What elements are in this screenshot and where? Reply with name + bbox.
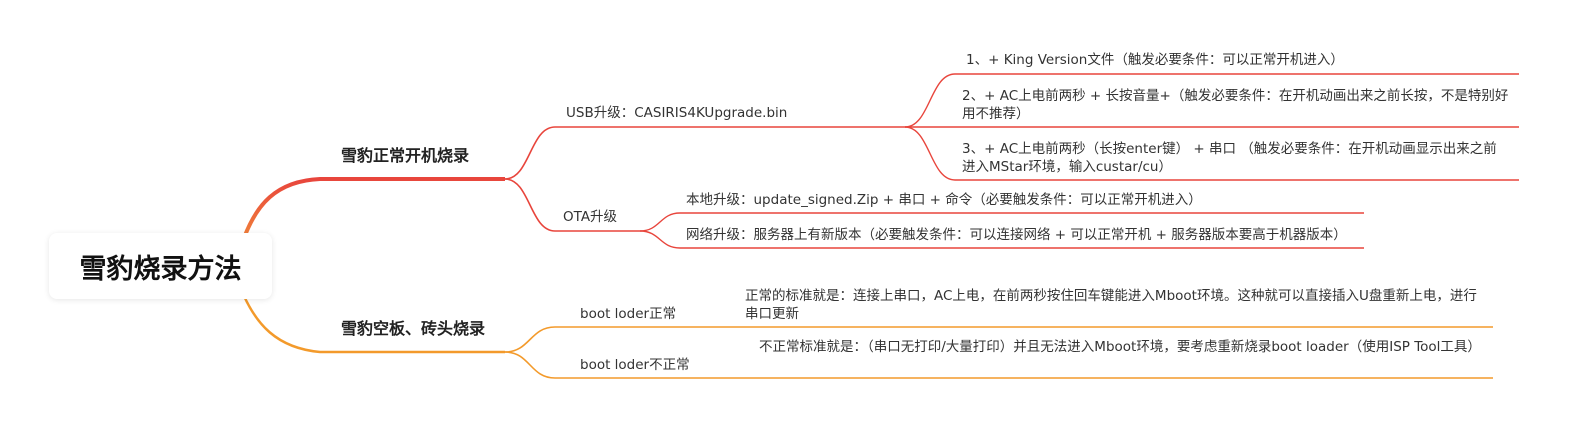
topic-bootloader-normal[interactable]: boot loder正常: [580, 306, 677, 322]
topic-usb-method-3[interactable]: 3、+ AC上电前两秒（长按enter键） + 串口 （触发必要条件：在开机动画…: [962, 141, 1497, 175]
topic-ota-network[interactable]: 网络升级：服务器上有新版本（必要触发条件：可以连接网络 + 可以正常开机 + 服…: [686, 227, 1347, 243]
root-topic[interactable]: 雪豹烧录方法: [49, 233, 272, 299]
link-usb-3: [904, 126, 1519, 181]
link-usb-1: [904, 73, 1519, 128]
link-branch1-usb: [504, 126, 905, 180]
link-ota-2: [639, 230, 1364, 249]
link-ota-1: [639, 212, 1364, 232]
link-root-branch1: [242, 177, 505, 239]
link-branch2-boot-normal: [504, 326, 740, 353]
link-branch2-boot-abnormal: [504, 351, 750, 379]
topic-bootloader-abnormal[interactable]: boot loder不正常: [580, 357, 690, 373]
topic-bootloader-normal-desc[interactable]: 正常的标准就是：连接上串口，AC上电，在前两秒按住回车键能进入Mboot环境。这…: [745, 288, 1477, 322]
topic-usb-method-1[interactable]: 1、+ King Version文件（触发必要条件：可以正常开机进入）: [966, 52, 1344, 68]
topic-usb-upgrade[interactable]: USB升级：CASIRIS4KUpgrade.bin: [566, 105, 788, 121]
branch-normal-boot-flash[interactable]: 雪豹正常开机烧录: [341, 146, 470, 165]
branch-blank-brick-flash[interactable]: 雪豹空板、砖头烧录: [341, 319, 486, 338]
link-root-branch2: [242, 295, 505, 354]
topic-usb-method-2[interactable]: 2、+ AC上电前两秒 + 长按音量+（触发必要条件：在开机动画出来之前长按，不…: [962, 88, 1509, 122]
topic-ota-upgrade[interactable]: OTA升级: [563, 209, 618, 225]
topic-bootloader-abnormal-desc[interactable]: 不正常标准就是：（串口无打印/大量打印）并且无法进入Mboot环境，要考虑重新烧…: [759, 339, 1481, 355]
link-branch1-ota: [504, 178, 640, 232]
topic-ota-local[interactable]: 本地升级：update_signed.Zip + 串口 + 命令（必要触发条件：…: [686, 192, 1202, 208]
